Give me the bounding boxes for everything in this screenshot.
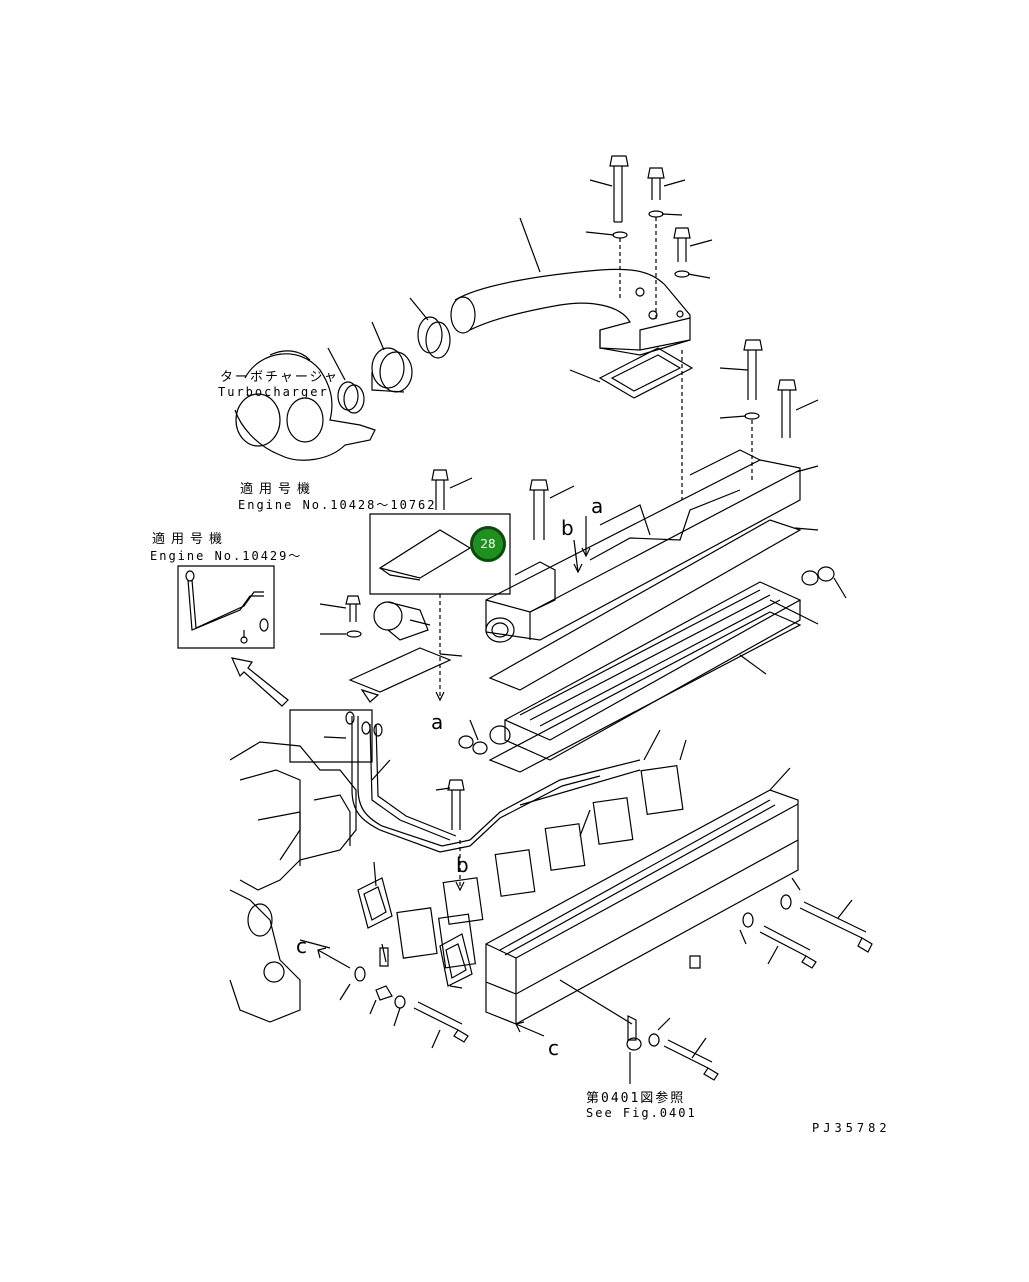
- wiring-harness: [346, 712, 640, 852]
- see-figure-label-jp: 第0401図参照: [586, 1091, 686, 1106]
- relay-bracket: [350, 648, 450, 692]
- top-bolt-left: [610, 156, 628, 222]
- part-callout-number: 28: [480, 537, 496, 551]
- plate-gasket-1: [358, 878, 392, 928]
- heater-relay: [374, 602, 430, 640]
- marker-b-upper: b: [561, 516, 574, 540]
- turbocharger-label-jp: ターボチャージャ: [220, 370, 339, 385]
- elbow-gasket: [600, 348, 692, 398]
- engine-number-range-2: Engine No.10429～: [150, 549, 303, 563]
- manifold-gasket-2: [490, 612, 800, 772]
- harness-detail-frame: [178, 566, 274, 648]
- marker-b-lower: b: [456, 853, 469, 877]
- side-bolt-2: [760, 926, 816, 968]
- top-bolt-mid: [648, 168, 664, 200]
- marker-c-left: c: [296, 934, 307, 958]
- drawing-id: PJ35782: [812, 1121, 891, 1135]
- air-connector-elbow: [451, 269, 690, 355]
- engine-block: [230, 742, 356, 1022]
- part-callout-28[interactable]: 28: [470, 526, 506, 562]
- side-bolt-1: [800, 902, 872, 952]
- intake-manifold: [486, 450, 800, 642]
- plate-gasket-2: [440, 934, 472, 986]
- marker-a-lower: a: [431, 710, 444, 734]
- reference-arrow: [232, 658, 288, 706]
- long-bolt-1: [744, 340, 762, 400]
- applicable-engine-heading-2: 適用号機: [152, 532, 229, 547]
- long-bolt-2: [778, 380, 796, 438]
- top-bolt-right: [674, 228, 690, 262]
- see-figure-label-en: See Fig.0401: [586, 1106, 697, 1120]
- heater-plates: [397, 766, 683, 968]
- heater-element: [490, 582, 800, 760]
- intake-lower-housing: [486, 790, 798, 1024]
- turbocharger: [235, 351, 375, 460]
- cover-plate: [380, 530, 470, 578]
- marker-a-upper: a: [591, 494, 604, 518]
- bottom-bolt: [664, 1040, 718, 1080]
- turbocharger-label-en: Turbocharger: [218, 385, 329, 399]
- hose-clamps: [338, 317, 450, 413]
- engine-number-range-1: Engine No.10428～10762: [238, 498, 437, 512]
- marker-c-bottom: c: [548, 1036, 559, 1060]
- manifold-gasket-1: [490, 520, 800, 690]
- applicable-engine-heading-1: 適用号機: [240, 482, 317, 497]
